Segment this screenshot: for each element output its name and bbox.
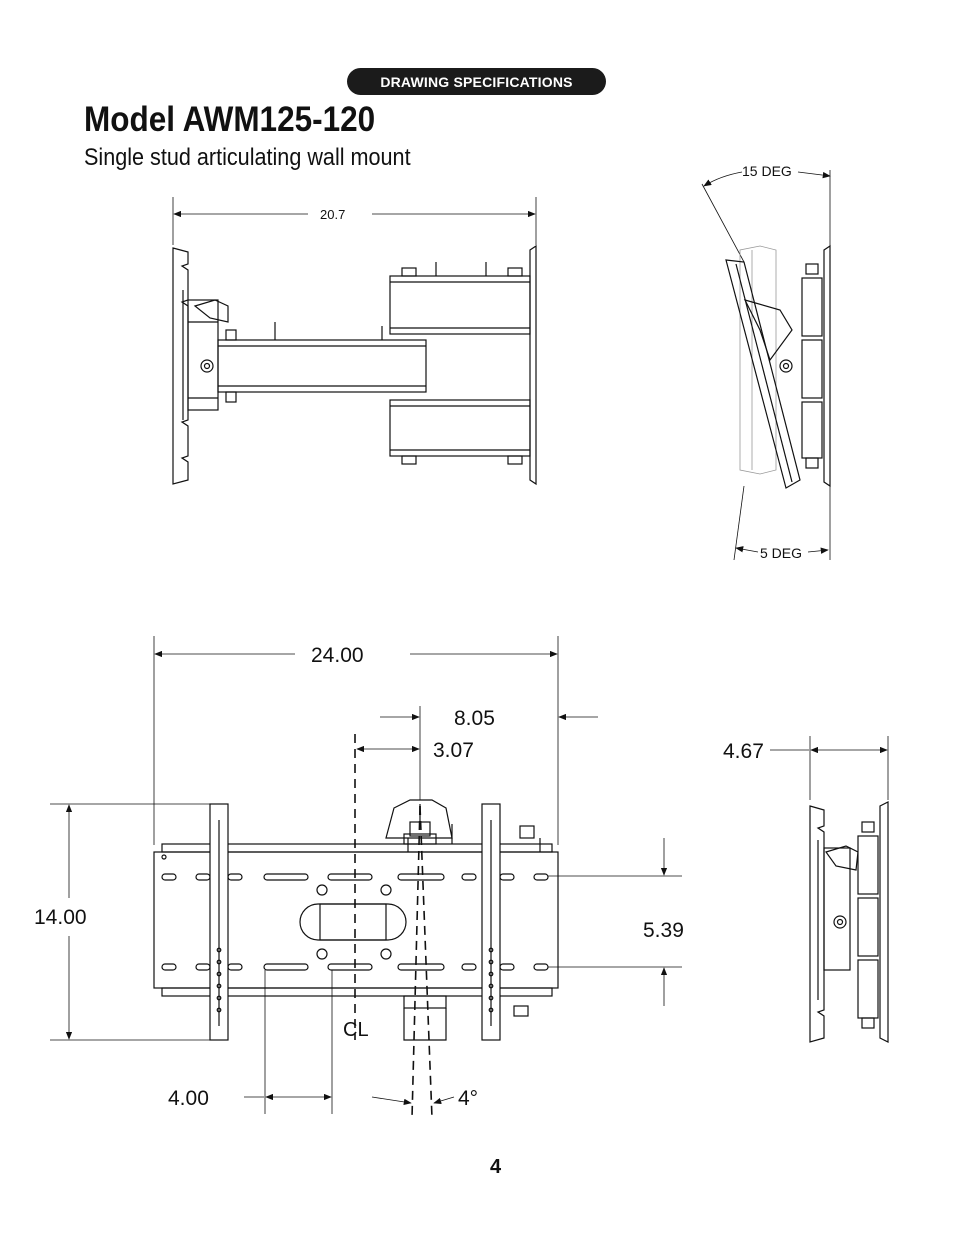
page-subtitle: Single stud articulating wall mount bbox=[84, 144, 411, 171]
dim-depth-label: 20.7 bbox=[320, 207, 345, 222]
dim-offset-label: 8.05 bbox=[454, 707, 495, 730]
dim-slot-width-label: 4.00 bbox=[168, 1087, 209, 1110]
centerline-label: CL bbox=[343, 1019, 369, 1041]
tv-bracket-left bbox=[209, 803, 229, 1041]
section-label-pill: DRAWING SPECIFICATIONS bbox=[347, 68, 606, 95]
tilt-up-angle-label: 15 DEG bbox=[742, 163, 792, 179]
side-view-drawing: 4.67 bbox=[723, 736, 889, 1043]
top-view-drawing: 20.7 bbox=[172, 197, 537, 486]
dim-width-label: 24.00 bbox=[311, 644, 364, 667]
tilt-view-drawing: 15 DEG 5 DEG bbox=[701, 163, 831, 561]
dim-profile-label: 4.67 bbox=[723, 740, 764, 763]
dim-slot-spacing-label: 5.39 bbox=[643, 919, 684, 942]
tv-bracket-right bbox=[481, 803, 501, 1041]
page-number: 4 bbox=[490, 1156, 502, 1178]
page-title: Model AWM125-120 bbox=[84, 100, 376, 139]
tilt-down-angle-label: 5 DEG bbox=[760, 545, 802, 561]
swivel-angle-label: 4° bbox=[458, 1087, 478, 1110]
front-view-drawing: 24.00 8.05 3.07 14.00 5.39 4.00 CL bbox=[34, 636, 684, 1119]
dim-height-label: 14.00 bbox=[34, 906, 87, 929]
dim-center-offset-label: 3.07 bbox=[433, 739, 474, 762]
